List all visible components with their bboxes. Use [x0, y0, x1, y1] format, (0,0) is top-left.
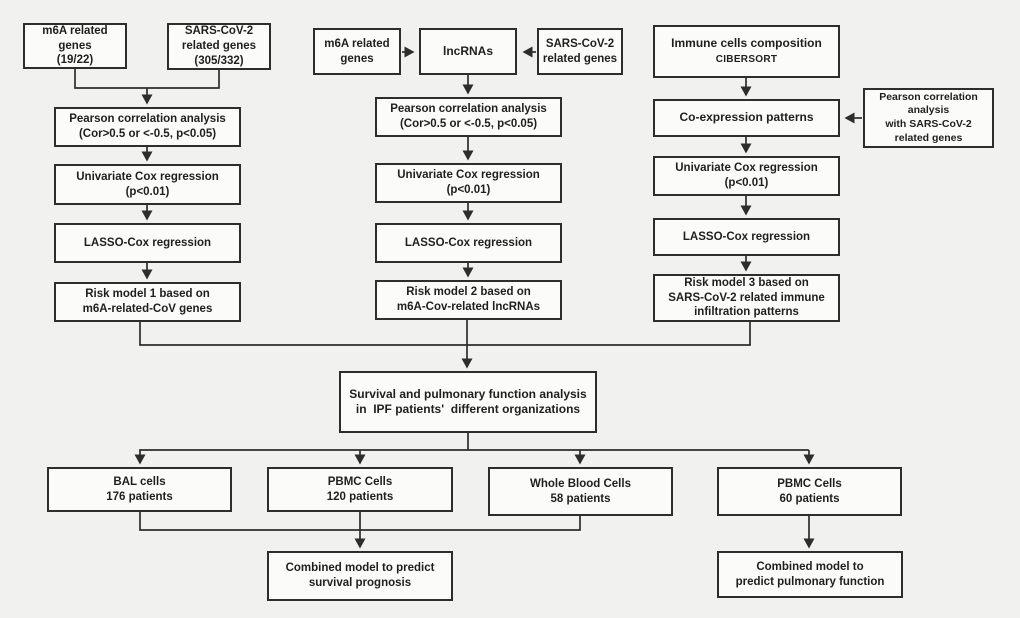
node-pbmc-cells-120: PBMC Cells 120 patients: [267, 467, 453, 512]
node-bal-cells: BAL cells 176 patients: [47, 467, 232, 512]
node-text-line: Univariate Cox regression: [397, 169, 540, 182]
node-text-line: related genes: [181, 40, 257, 53]
node-text-line: (p<0.01): [724, 177, 769, 189]
node-text-line: Pearson correlation: [879, 90, 978, 103]
node-sars-cov-2-related-genes-left: SARS-CoV-2 related genes (305/332): [167, 23, 271, 70]
node-text-line: with SARS-CoV-2: [885, 118, 972, 130]
node-text-line: 58 patients: [550, 492, 611, 505]
node-pearson-correlation-middle: Pearson correlation analysis (Cor>0.5 or…: [375, 97, 562, 137]
merge-line-left: [74, 69, 220, 89]
node-text-line: genes: [340, 52, 374, 65]
node-m6a-related-genes-left: m6A related genes (19/22): [23, 23, 127, 69]
node-co-expression-patterns: Co-expression patterns: [653, 99, 840, 137]
node-text-line: survival prognosis: [308, 577, 412, 589]
node-text-line: SARS-CoV-2: [545, 37, 615, 50]
node-risk-model-2: Risk model 2 based on m6A-Cov-related ln…: [375, 280, 562, 320]
node-lncrnas: lncRNAs: [419, 28, 517, 75]
node-risk-model-3: Risk model 3 based on SARS-CoV-2 related…: [653, 274, 840, 322]
node-text-line: Combined model to predict: [285, 562, 435, 575]
node-text-line: Combined model to: [756, 560, 864, 573]
node-whole-blood-cells: Whole Blood Cells 58 patients: [488, 467, 673, 516]
node-text-line: SARS-CoV-2 related immune: [668, 291, 825, 304]
node-text-line: (p<0.01): [125, 185, 170, 198]
node-pbmc-cells-60: PBMC Cells 60 patients: [717, 467, 902, 516]
node-text-line: (p<0.01): [446, 184, 491, 196]
node-text-line: (Cor>0.5 or <-0.5, p<0.05): [399, 118, 538, 130]
node-text-line: Whole Blood Cells: [530, 477, 631, 490]
node-text-line: (19/22): [56, 54, 94, 67]
node-survival-pulmonary-function-analysis: Survival and pulmonary function analysis…: [339, 371, 597, 433]
node-text-line: 60 patients: [779, 492, 840, 505]
node-text-line: BAL cells: [113, 475, 166, 488]
node-text-line: (305/332): [194, 54, 244, 67]
node-text-line: Immune cells composition: [671, 35, 822, 50]
node-univariate-cox-right: Univariate Cox regression (p<0.01): [653, 156, 840, 196]
node-text-line: PBMC Cells: [777, 477, 842, 490]
node-pearson-correlation-side: Pearson correlation analysis with SARS-C…: [863, 88, 994, 148]
node-text-line: Pearson correlation analysis: [69, 113, 226, 126]
node-text-line: lncRNAs: [442, 43, 493, 58]
node-lasso-cox-middle: LASSO-Cox regression: [375, 223, 562, 263]
node-text-line: in IPF patients' different organizations: [355, 402, 581, 416]
node-text-line: LASSO-Cox regression: [404, 236, 533, 249]
node-combined-model-pulmonary: Combined model to predict pulmonary func…: [717, 551, 903, 598]
node-lasso-cox-left: LASSO-Cox regression: [54, 223, 241, 263]
node-text-line: m6A-Cov-related lncRNAs: [396, 301, 541, 313]
node-text-line: Risk model 3 based on: [684, 276, 809, 289]
node-text-line: Univariate Cox regression: [76, 170, 219, 183]
node-text-line: m6A related: [324, 37, 390, 50]
node-text-line: SARS-CoV-2: [184, 25, 254, 38]
node-text-line: Co-expression patterns: [679, 110, 814, 125]
node-text-line: Risk model 1 based on: [85, 288, 210, 301]
node-text-line: analysis: [907, 104, 950, 117]
node-text-line: genes: [58, 39, 92, 52]
node-text-line: m6A-related-CoV genes: [82, 303, 213, 315]
node-text-line: 120 patients: [326, 490, 394, 503]
node-text-line: m6A related: [42, 24, 108, 37]
node-lasso-cox-right: LASSO-Cox regression: [653, 218, 840, 256]
node-sars-cov-2-related-genes-middle: SARS-CoV-2 related genes: [537, 28, 623, 75]
node-univariate-cox-left: Univariate Cox regression (p<0.01): [54, 164, 241, 205]
node-text-line: CIBERSORT: [715, 54, 778, 66]
node-pearson-correlation-left: Pearson correlation analysis (Cor>0.5 or…: [54, 107, 241, 147]
node-text-line: 176 patients: [106, 490, 173, 503]
node-text-line: (Cor>0.5 or <-0.5, p<0.05): [78, 128, 217, 140]
node-text-line: LASSO-Cox regression: [83, 236, 212, 249]
node-combined-model-survival: Combined model to predict survival progn…: [267, 551, 453, 601]
node-text-line: infiltration patterns: [694, 306, 799, 319]
node-text-line: Survival and pulmonary function analysis: [349, 386, 587, 401]
node-risk-model-1: Risk model 1 based on m6A-related-CoV ge…: [54, 282, 241, 322]
node-immune-cells-composition: Immune cells composition CIBERSORT: [653, 25, 840, 78]
node-text-line: Risk model 2 based on: [406, 286, 531, 299]
node-m6a-related-genes-middle: m6A related genes: [313, 28, 401, 75]
node-text-line: PBMC Cells: [327, 475, 393, 488]
node-text-line: predict pulmonary function: [735, 575, 885, 588]
node-univariate-cox-middle: Univariate Cox regression (p<0.01): [375, 163, 562, 203]
node-text-line: Pearson correlation analysis: [390, 103, 547, 116]
node-text-line: related genes: [894, 131, 963, 144]
node-text-line: Univariate Cox regression: [675, 162, 818, 175]
node-text-line: related genes: [542, 52, 618, 65]
node-text-line: LASSO-Cox regression: [682, 230, 811, 243]
